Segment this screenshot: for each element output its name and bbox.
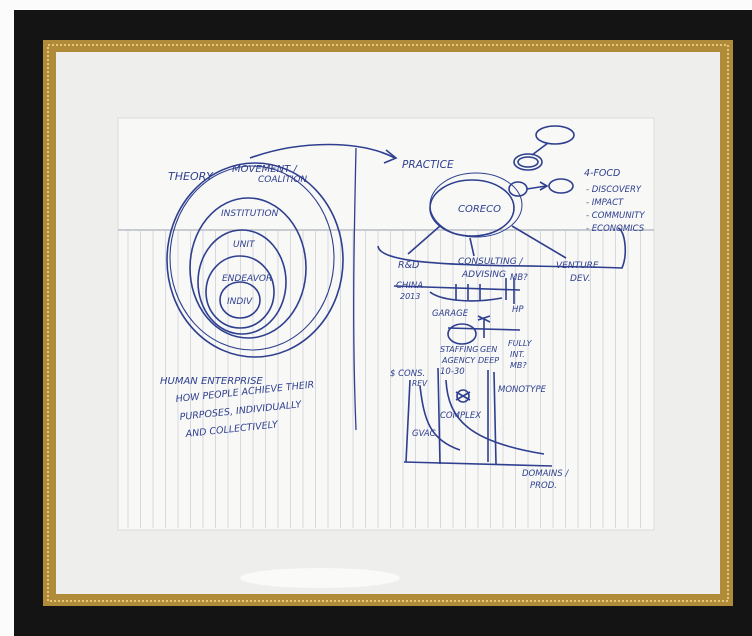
label-cons: $ CONS.	[390, 369, 425, 379]
label-human-enterprise: HUMAN ENTERPRISE	[160, 376, 263, 387]
label-indiv: INDIV	[227, 297, 253, 307]
label-monotype: MONOTYPE	[498, 385, 547, 395]
label-year: 2013	[400, 292, 420, 301]
label-coalition: COALITION	[258, 175, 307, 185]
label-complex: COMPLEX	[440, 411, 481, 421]
label-range: 10-30	[440, 367, 465, 377]
label-theory: THEORY	[168, 170, 214, 183]
label-gen: GEN	[480, 345, 497, 354]
label-endeavor: ENDEAVOR	[222, 274, 272, 284]
label-agency: AGENCY	[441, 356, 476, 365]
label-four-focus: 4-FOCD	[584, 168, 620, 179]
label-institution: INSTITUTION	[221, 209, 279, 219]
label-rd: R&D	[398, 260, 419, 271]
label-impact: - IMPACT	[586, 198, 624, 208]
label-practice: PRACTICE	[402, 159, 454, 171]
label-rev: REV	[412, 379, 428, 388]
label-movement: MOVEMENT /	[232, 164, 298, 175]
label-unit: UNIT	[233, 240, 256, 250]
label-garage: GARAGE	[432, 309, 469, 319]
label-discovery: - DISCOVERY	[586, 185, 642, 195]
label-fully: FULLY	[508, 339, 533, 348]
label-prod: PROD.	[530, 481, 557, 491]
label-int: INT.	[510, 350, 525, 359]
label-gvac: GVAC	[412, 429, 436, 439]
label-coreco: CORECO	[458, 204, 501, 215]
label-domains: DOMAINS /	[522, 469, 569, 479]
label-china: CHINA	[396, 281, 423, 291]
label-staffing: STAFFING	[440, 345, 478, 354]
label-economics: - ECONOMICS	[586, 224, 645, 234]
label-consulting: CONSULTING /	[458, 257, 524, 267]
label-advising: ADVISING	[461, 270, 506, 280]
label-hp: HP	[512, 305, 524, 315]
label-dev: DEV.	[570, 274, 591, 284]
label-mb: MB?	[510, 273, 528, 283]
label-mb-full: MB?	[510, 361, 527, 370]
label-venture: VENTURE	[556, 261, 599, 271]
label-deep: DEEP	[478, 356, 499, 365]
label-community: - COMMUNITY	[586, 211, 645, 221]
